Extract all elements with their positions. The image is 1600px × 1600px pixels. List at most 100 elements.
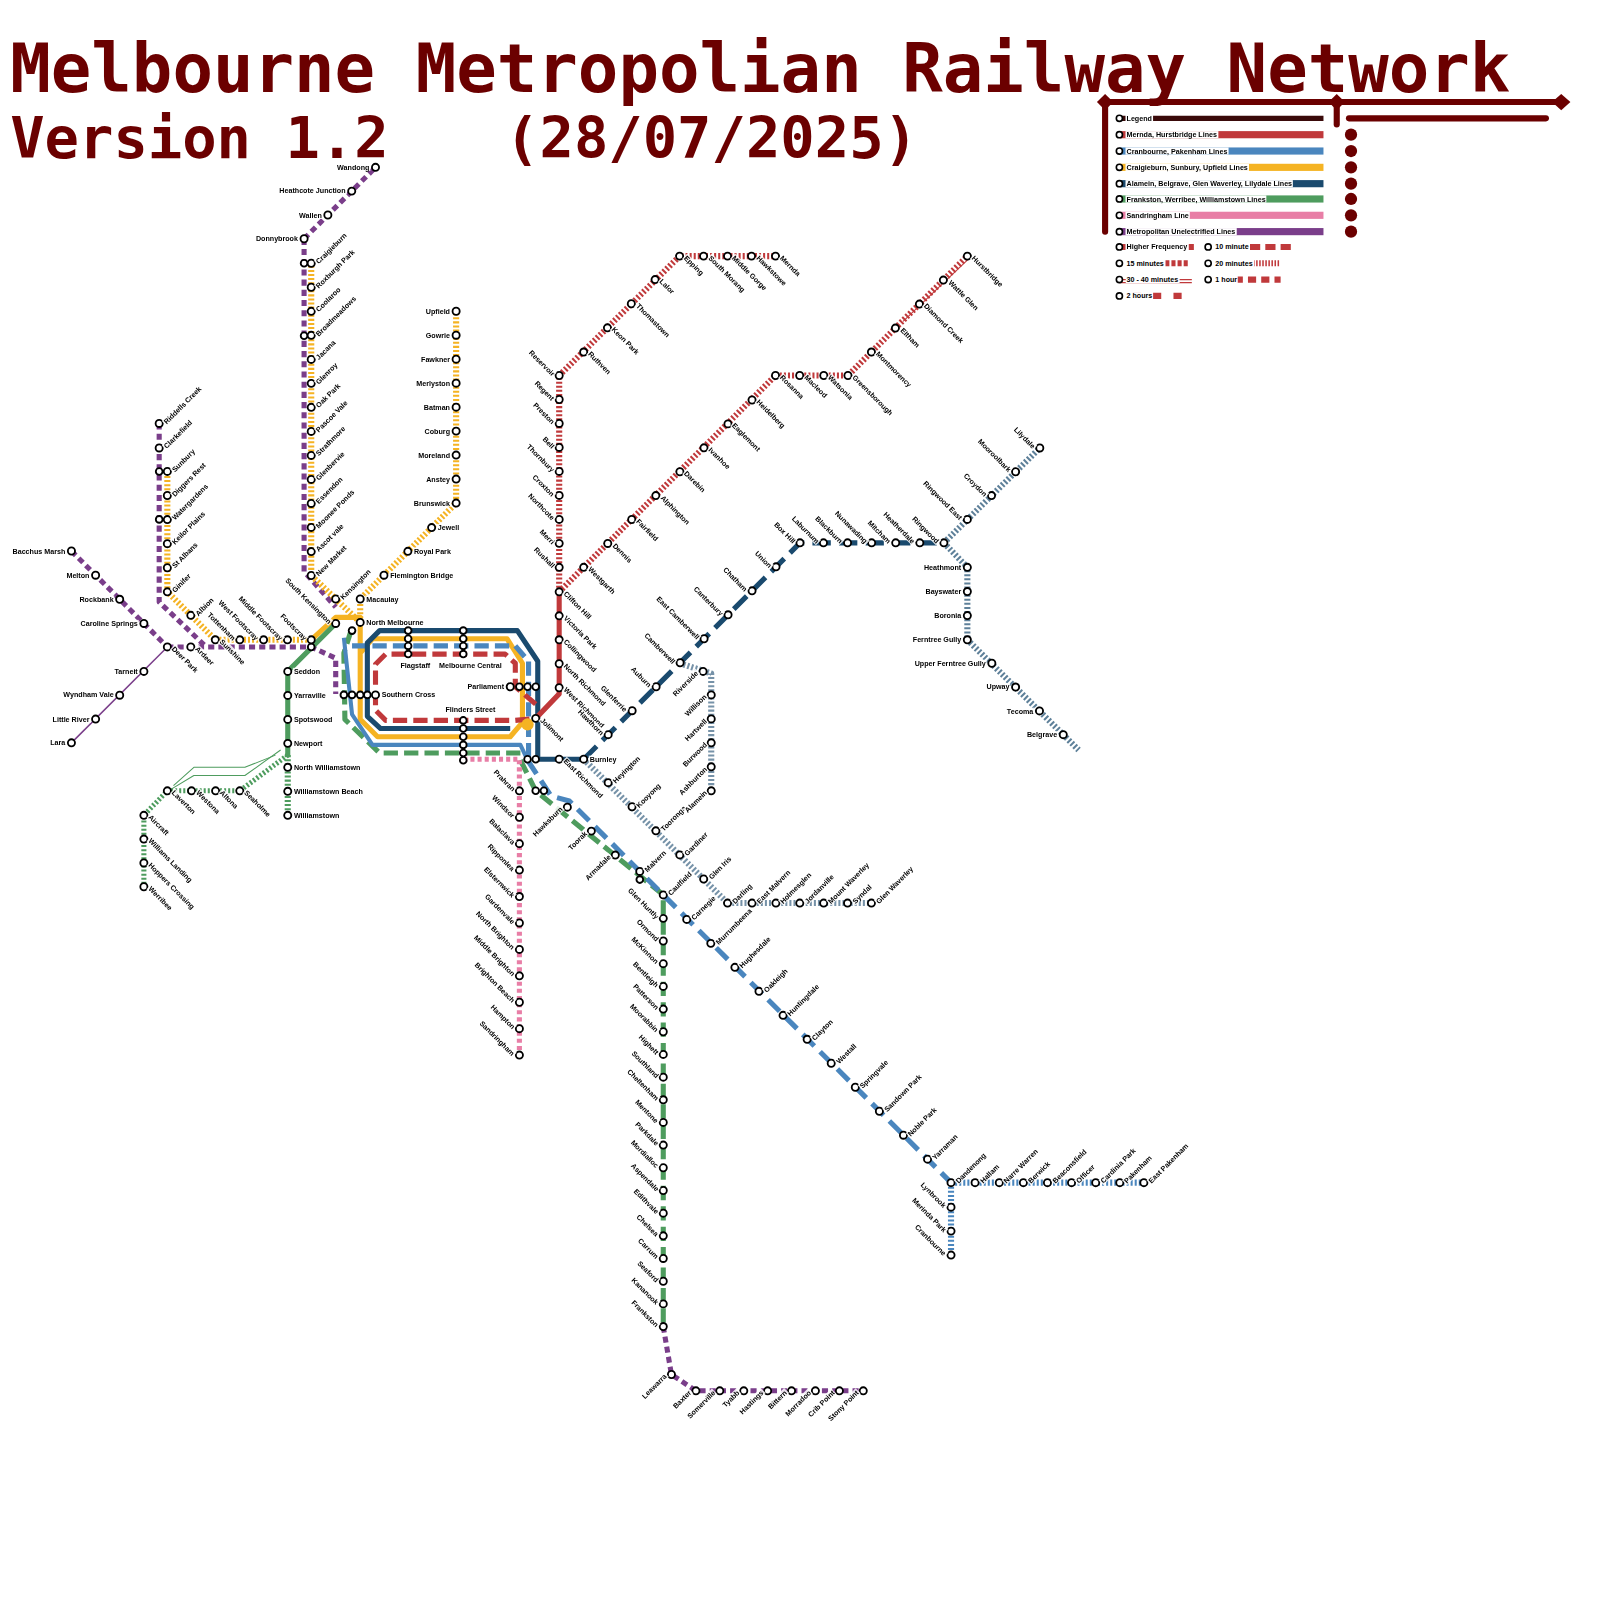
station-name: Greensborough [851, 373, 895, 417]
station-dot [556, 516, 563, 523]
station-dot [660, 1164, 667, 1171]
version-text: Version 1.2 [10, 110, 388, 167]
station-dot [701, 635, 708, 642]
station-name: Melton [65, 572, 90, 579]
station-dot [453, 332, 460, 339]
station-dot [116, 596, 123, 603]
station-name: Darebin [682, 469, 707, 494]
station-dot [940, 539, 947, 546]
station-dot [660, 960, 667, 967]
station-dot [660, 1255, 667, 1262]
station-name: Gowrie [425, 332, 451, 339]
station-dot [1036, 444, 1043, 451]
station-name: Noble Park [906, 1105, 939, 1138]
station-name: Hurstbridge [970, 254, 1005, 289]
station-dot [453, 356, 460, 363]
station-dot [716, 1387, 723, 1394]
station-name: Boronia [933, 612, 962, 619]
station-name: Caulfield [666, 870, 694, 898]
station-name: Toorak [566, 829, 589, 852]
interchange-dots [156, 260, 643, 883]
legend-text: Legend [1126, 115, 1153, 122]
station-dot [68, 547, 75, 554]
station-dot [660, 1142, 667, 1149]
station-name: Middle Footscray [237, 594, 285, 642]
station-name: Heidelberg [755, 397, 788, 430]
station-dot [453, 308, 460, 315]
station-dot [564, 804, 571, 811]
station-dot [357, 595, 364, 602]
station-dot [92, 716, 99, 723]
station-name: Williamstown Beach [293, 788, 364, 795]
station-dot [1060, 731, 1067, 738]
station-name: Westgarth [586, 565, 617, 596]
station-name: Diamond Creek [922, 302, 966, 346]
station-dot [453, 428, 460, 435]
station-name: Wandong [336, 164, 370, 171]
station-dot [612, 852, 619, 859]
station-dot [507, 683, 514, 690]
station-name: Gardiner [682, 830, 710, 858]
station-name: Little River [52, 715, 91, 722]
station-dot [580, 756, 587, 763]
station-name: Regent [533, 378, 557, 402]
legend-text: Sandringham Line [1126, 212, 1190, 219]
station-name: Newport [293, 740, 324, 747]
station-dot [284, 692, 291, 699]
station-name: Riddells Creek [162, 384, 204, 426]
station-dot [1012, 468, 1019, 475]
legend-swatch [1119, 180, 1323, 187]
station-dot [947, 1252, 954, 1259]
station-name: Parliament [467, 683, 506, 690]
station-dot [453, 452, 460, 459]
station-name: Armadale [583, 853, 613, 883]
station-dot [284, 740, 291, 747]
station-dot [964, 612, 971, 619]
station-name: Windsor [490, 793, 517, 820]
station-name: Seddon [293, 668, 321, 675]
legend-line-sample [1250, 260, 1281, 266]
rail-lines [71, 167, 1143, 1390]
station-name: Hampton [488, 1003, 516, 1031]
station-name: Batman [423, 404, 451, 411]
station-name: Auburn [629, 665, 653, 689]
station-name: Fawkner [420, 356, 451, 363]
station-name: Eltham [898, 326, 921, 349]
station-dot [428, 524, 435, 531]
station-name: Tarneit [113, 668, 138, 675]
station-dot [516, 814, 523, 821]
station-dot [836, 1387, 843, 1394]
station-dot [1012, 683, 1019, 690]
station-dot [692, 1387, 699, 1394]
station-name: Heathcote Junction [278, 188, 346, 195]
station-name: North Richmond [562, 661, 608, 707]
station-name: Jewell [437, 524, 460, 531]
station-name: Sandown Park [882, 1072, 923, 1113]
station-name: Lilydale [1012, 425, 1037, 450]
station-dot [284, 812, 291, 819]
station-name: Upway [985, 683, 1010, 690]
station-name: Belgrave [1026, 731, 1058, 738]
station-name: West Richmond [562, 685, 607, 730]
station-dot [284, 668, 291, 675]
station-name: Rockbank [78, 596, 114, 603]
station-name: Hoppers Crossing [146, 860, 196, 910]
station-dot [964, 564, 971, 571]
station-name: Chatham [721, 565, 749, 593]
station-dot [404, 548, 411, 555]
station-name: Williams Landing [146, 837, 194, 885]
station-name: Royal Park [413, 548, 452, 555]
station-name: Donnybrook [255, 235, 299, 242]
station-name: Malvern [642, 848, 668, 874]
station-name: Wallen [298, 211, 323, 218]
station-dot [964, 636, 971, 643]
station-name: Bacchus Marsh [11, 547, 66, 554]
station-dot [660, 1028, 667, 1035]
station-name: Eaglemont [731, 421, 763, 453]
legend-line-sample [1250, 244, 1291, 250]
station-dot [372, 691, 379, 698]
legend-text: Metropolitan Unelectrified Lines [1126, 228, 1237, 235]
station-dot [516, 999, 523, 1006]
legend-line-sample [1235, 277, 1281, 283]
